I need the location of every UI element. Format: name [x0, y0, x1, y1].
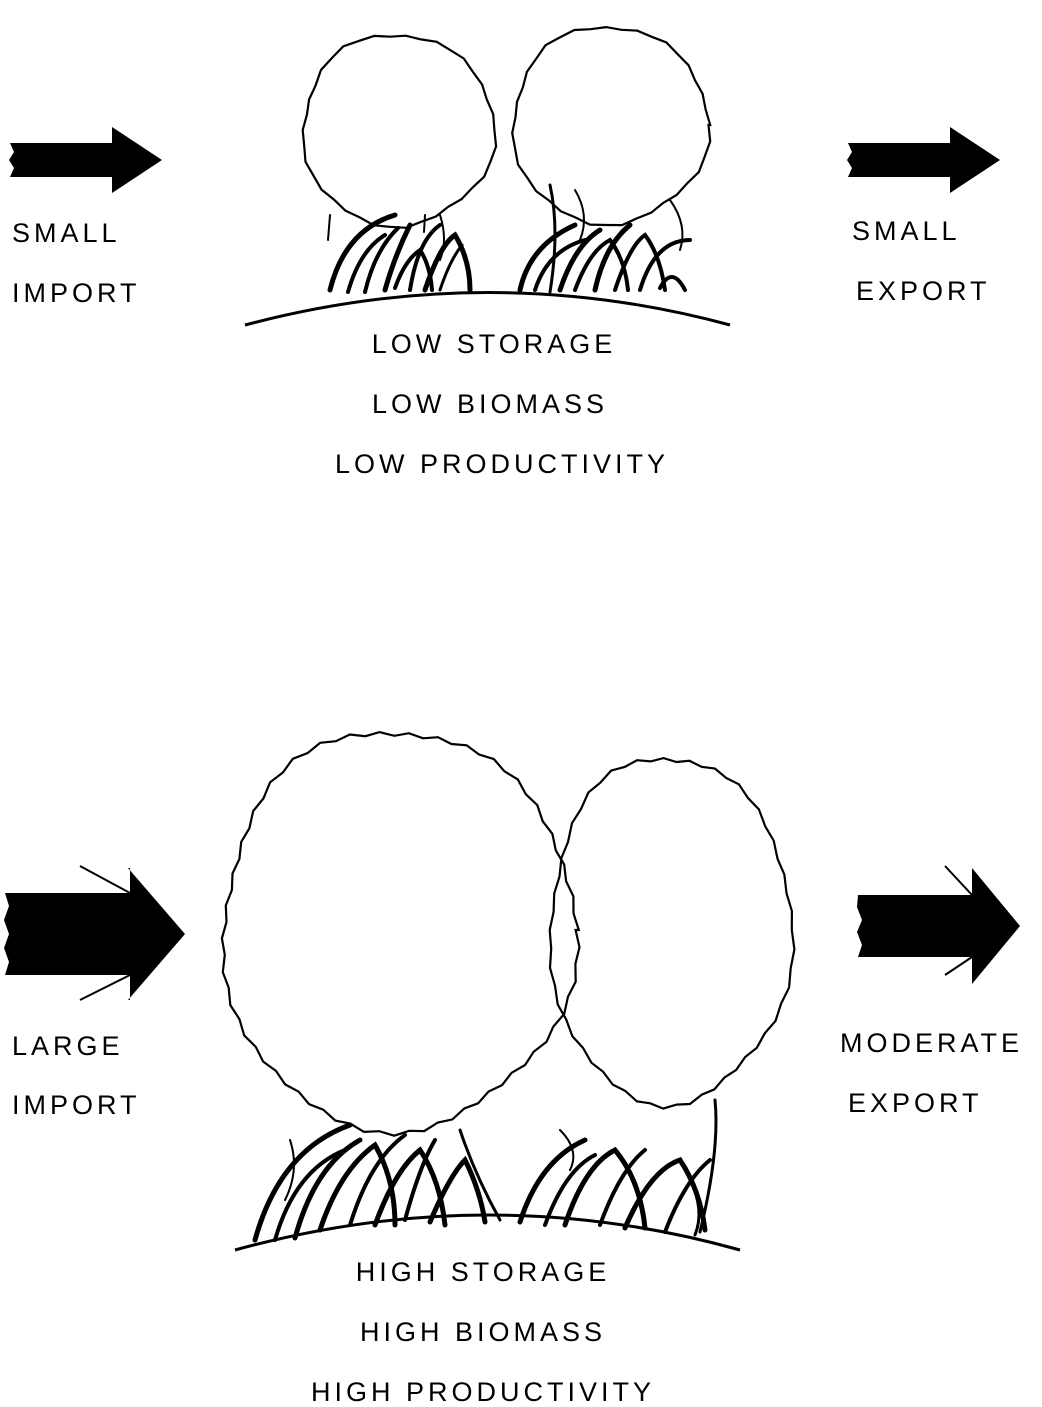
top-export-amount-label: SMALL — [852, 218, 961, 245]
bottom-right-canopy-icon — [550, 758, 795, 1109]
bottom-biomass-label: HIGH BIOMASS — [360, 1319, 606, 1346]
top-import-amount-label: SMALL — [12, 220, 121, 247]
top-export-word-label: EXPORT — [856, 278, 991, 305]
top-right-canopy-icon — [512, 27, 710, 225]
bottom-import-amount-label: LARGE — [12, 1033, 124, 1060]
bottom-scenario-artwork — [4, 732, 1020, 1250]
bottom-prop-roots-icon — [255, 1100, 716, 1240]
top-storage-label: LOW STORAGE — [372, 331, 617, 358]
bottom-left-canopy-icon — [222, 732, 580, 1136]
small-export-arrow-icon — [847, 127, 1000, 193]
bottom-productivity-label: HIGH PRODUCTIVITY — [311, 1379, 655, 1406]
top-prop-roots-icon — [328, 185, 690, 292]
moderate-export-arrow-icon — [857, 866, 1020, 984]
top-productivity-label: LOW PRODUCTIVITY — [335, 451, 669, 478]
top-left-canopy-icon — [303, 36, 496, 228]
bottom-ground-mound-icon — [235, 1215, 740, 1250]
small-import-arrow-icon — [9, 127, 162, 193]
bottom-storage-label: HIGH STORAGE — [356, 1259, 611, 1286]
bottom-export-word-label: EXPORT — [848, 1090, 983, 1117]
top-ground-mound-icon — [245, 293, 730, 326]
top-import-word-label: IMPORT — [12, 280, 141, 307]
large-import-arrow-icon — [4, 866, 185, 1000]
bottom-export-amount-label: MODERATE — [840, 1030, 1023, 1057]
bottom-import-word-label: IMPORT — [12, 1092, 141, 1119]
top-biomass-label: LOW BIOMASS — [372, 391, 608, 418]
top-scenario-artwork — [9, 27, 1000, 325]
